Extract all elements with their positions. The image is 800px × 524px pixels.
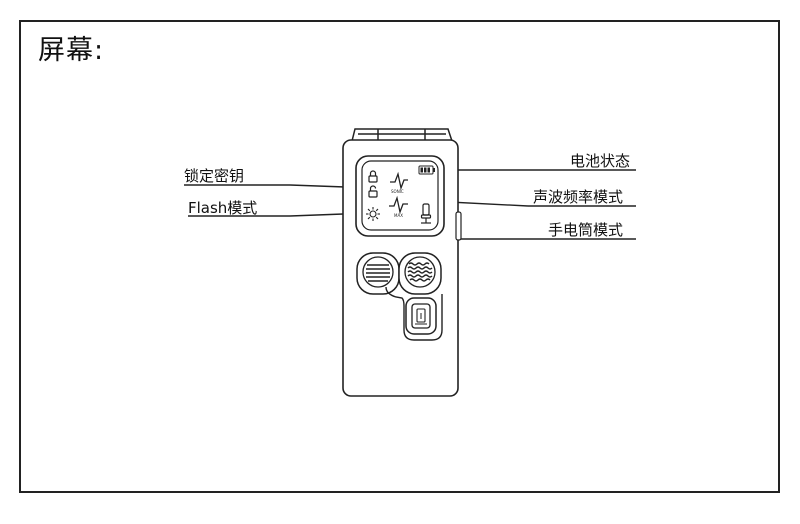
max-wave-icon <box>389 195 408 215</box>
right-round-button <box>398 252 442 295</box>
screen <box>361 160 439 231</box>
battery-icon <box>418 165 435 175</box>
max-label: MAX <box>394 213 403 218</box>
left-round-button <box>356 252 400 295</box>
callout-flashlight-mode: 手电筒模式 <box>548 221 624 239</box>
sonic-label: SONIC <box>391 189 404 194</box>
lock-icon <box>368 170 378 183</box>
callout-flash-mode: Flash模式 <box>188 199 258 217</box>
lower-button-recess <box>385 286 443 341</box>
flashlight-icon <box>420 203 432 224</box>
page-title: 屏幕: <box>38 35 105 66</box>
flashlight-button <box>405 297 437 335</box>
callout-lock-key: 锁定密钥 <box>184 167 245 185</box>
flash-sun-icon <box>366 207 380 221</box>
callout-sonic-mode: 声波频率模式 <box>533 188 624 206</box>
side-button <box>455 211 462 241</box>
sonic-wave-icon <box>390 171 408 191</box>
callout-battery-status: 电池状态 <box>570 152 631 170</box>
unlock-icon <box>368 185 378 198</box>
